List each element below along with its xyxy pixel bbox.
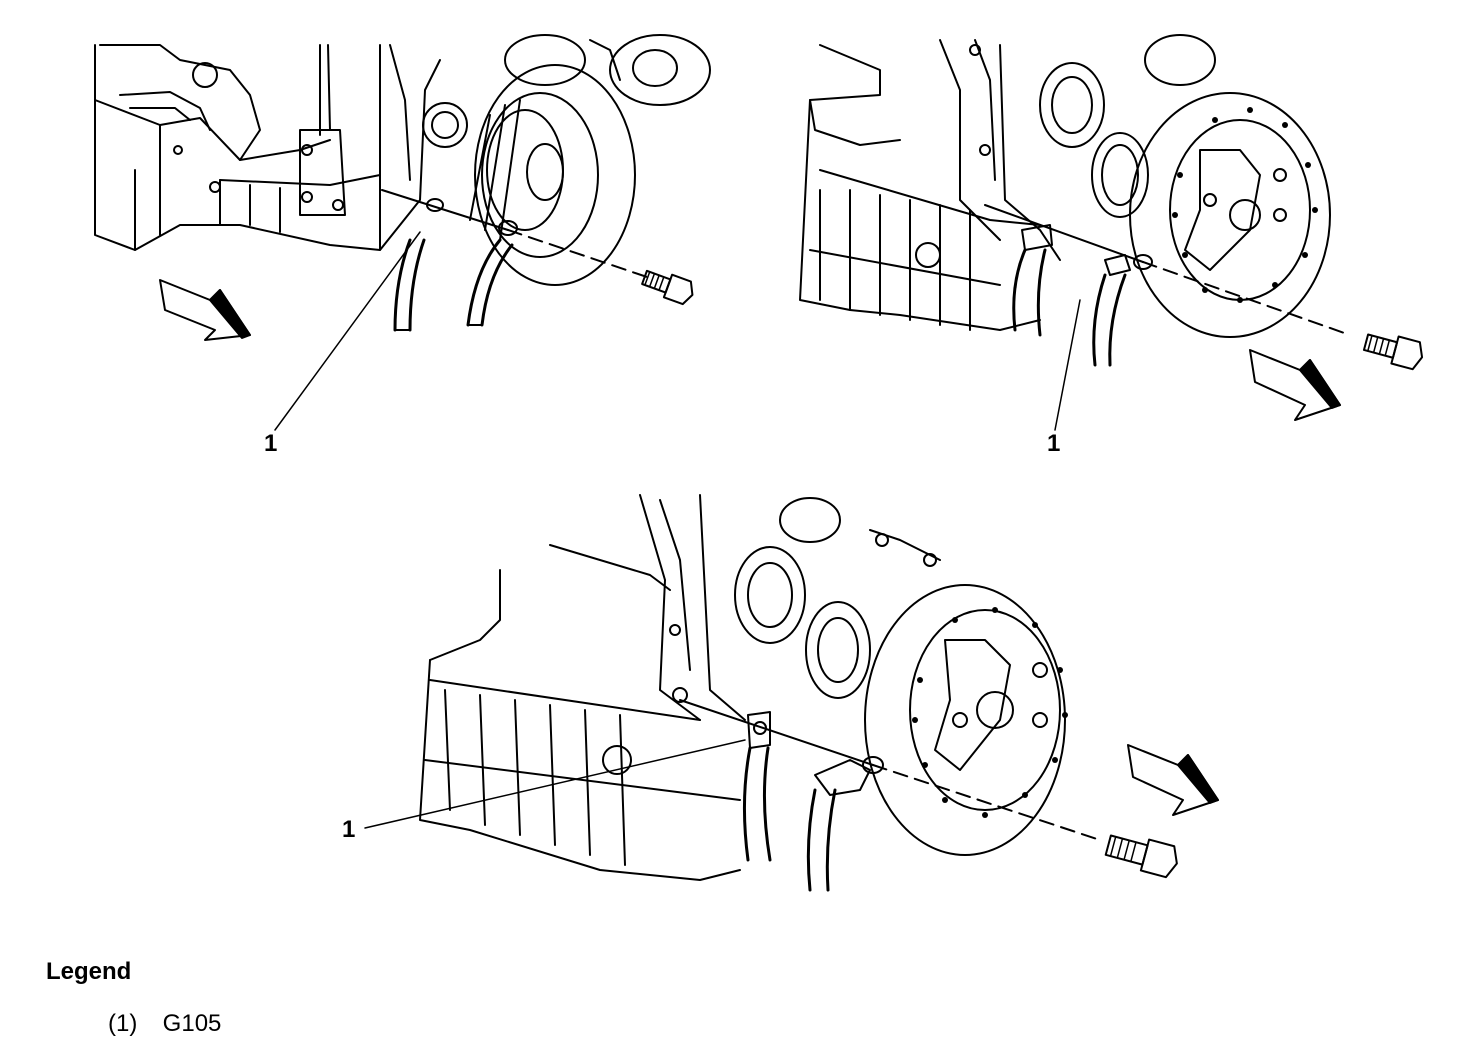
view-3-engine-front: [364, 494, 1219, 892]
callout-1-view-3: 1: [342, 816, 356, 843]
callout-1-view-1: 1: [264, 430, 278, 457]
view-2-engine-front: [799, 34, 1424, 431]
legend-item-label: G105: [162, 1010, 222, 1037]
legend-item: (1) G105: [108, 1010, 221, 1038]
legend-title: Legend: [46, 958, 132, 985]
callout-1-view-2: 1: [1047, 430, 1061, 457]
legend-item-index: (1): [108, 1010, 138, 1037]
view-1-engine-front: [94, 34, 711, 431]
